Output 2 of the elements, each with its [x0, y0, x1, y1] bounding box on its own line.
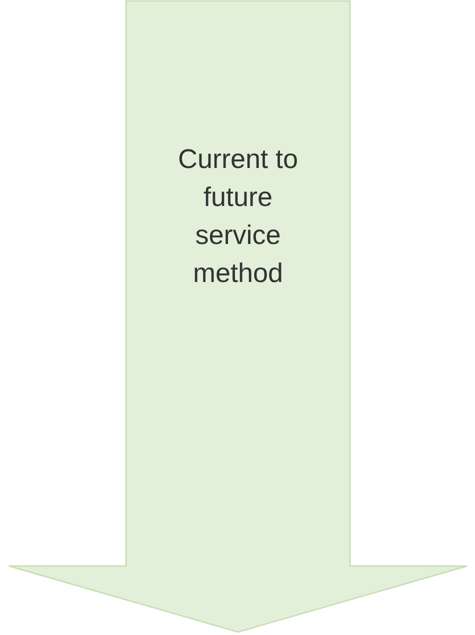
down-arrow-shape: [7, 0, 469, 634]
arrow-label: Current to future service method: [176, 143, 300, 290]
